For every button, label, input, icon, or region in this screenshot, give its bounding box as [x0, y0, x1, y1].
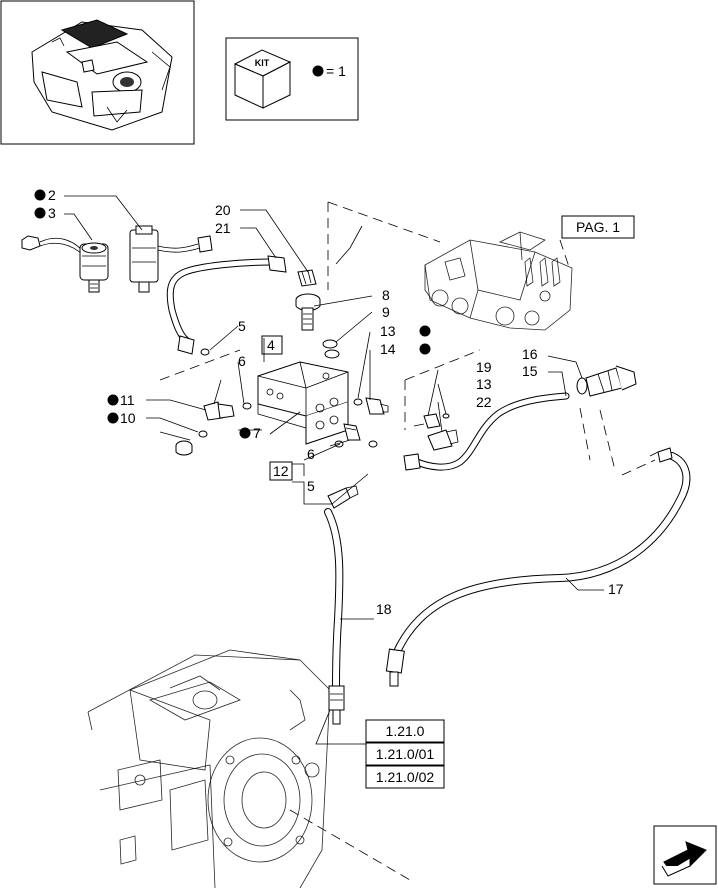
- leader-lines: [64, 195, 604, 745]
- callout-5b: 5: [307, 478, 315, 494]
- seals-9: [322, 339, 340, 359]
- callout-3: 3: [48, 205, 56, 221]
- callout-4: 4: [267, 337, 275, 353]
- callout-11: 11: [120, 392, 135, 408]
- callout-7: 7: [253, 425, 261, 441]
- callout-8: 8: [382, 287, 390, 303]
- callout-22: 22: [476, 394, 492, 410]
- callout-15: 15: [522, 363, 538, 379]
- fitting-20: [297, 269, 317, 287]
- pipe-21: [166, 255, 287, 355]
- reference-boxes: 1.21.0 1.21.0/01 1.21.0/02: [365, 719, 445, 789]
- callout-13a: 13: [380, 323, 396, 339]
- reference-2: 1.21.0/01: [376, 746, 435, 762]
- callout-21: 21: [215, 220, 231, 236]
- reference-3: 1.21.0/02: [376, 769, 435, 785]
- callout-19: 19: [476, 359, 492, 375]
- callout-6a: 6: [238, 353, 246, 369]
- hose-17: [385, 447, 691, 687]
- solenoid-2: [129, 225, 213, 293]
- fitting-12: [343, 423, 361, 441]
- control-valve: [424, 231, 573, 331]
- callout-13b: 13: [476, 376, 492, 392]
- callout-2: 2: [48, 187, 56, 203]
- callout-12-box: 12: [269, 461, 293, 481]
- quick-coupler-16: [576, 365, 637, 397]
- callout-5a: 5: [238, 318, 246, 334]
- kit-legend: KIT = 1: [225, 37, 359, 121]
- callout-labels: 2 3 20 21 8 9 13 14 5 4 6 11 10 7 6 12 5…: [48, 187, 624, 617]
- plug-10: [175, 440, 193, 456]
- elbow-11: [203, 401, 235, 421]
- page-ref-box: PAG. 1: [561, 215, 635, 239]
- bolt-8: [295, 293, 321, 331]
- callout-9: 9: [382, 304, 390, 320]
- next-page-arrow-icon[interactable]: [653, 825, 717, 885]
- callout-14: 14: [380, 341, 396, 357]
- small-seals: [198, 348, 450, 448]
- callout-4-box: 4: [261, 335, 283, 355]
- callout-10: 10: [120, 410, 136, 426]
- pipe-15: [403, 392, 570, 471]
- fitting-14: [365, 397, 389, 415]
- kit-label: KIT: [255, 58, 270, 68]
- switch-22: [427, 429, 459, 451]
- assembly-thumbnail: [0, 0, 195, 145]
- kit-markers: [34, 189, 431, 439]
- kit-box-icon: KIT: [233, 49, 292, 109]
- transmission-housing: [87, 649, 331, 888]
- reference-1: 1.21.0: [386, 723, 425, 739]
- callout-17: 17: [608, 581, 624, 597]
- phantom-lines: [159, 201, 656, 881]
- page-ref-label: PAG. 1: [576, 219, 620, 235]
- callout-20: 20: [215, 202, 231, 218]
- solenoid-3: [21, 235, 109, 293]
- valve-block: [257, 361, 349, 445]
- callout-18: 18: [376, 601, 392, 617]
- switch-19: [413, 413, 441, 429]
- callout-6b: 6: [307, 446, 315, 462]
- hose-18: [324, 485, 359, 725]
- kit-equals-label: = 1: [326, 63, 346, 79]
- callout-16: 16: [522, 346, 538, 362]
- kit-dot-icon: [312, 65, 324, 77]
- callout-12: 12: [273, 463, 289, 479]
